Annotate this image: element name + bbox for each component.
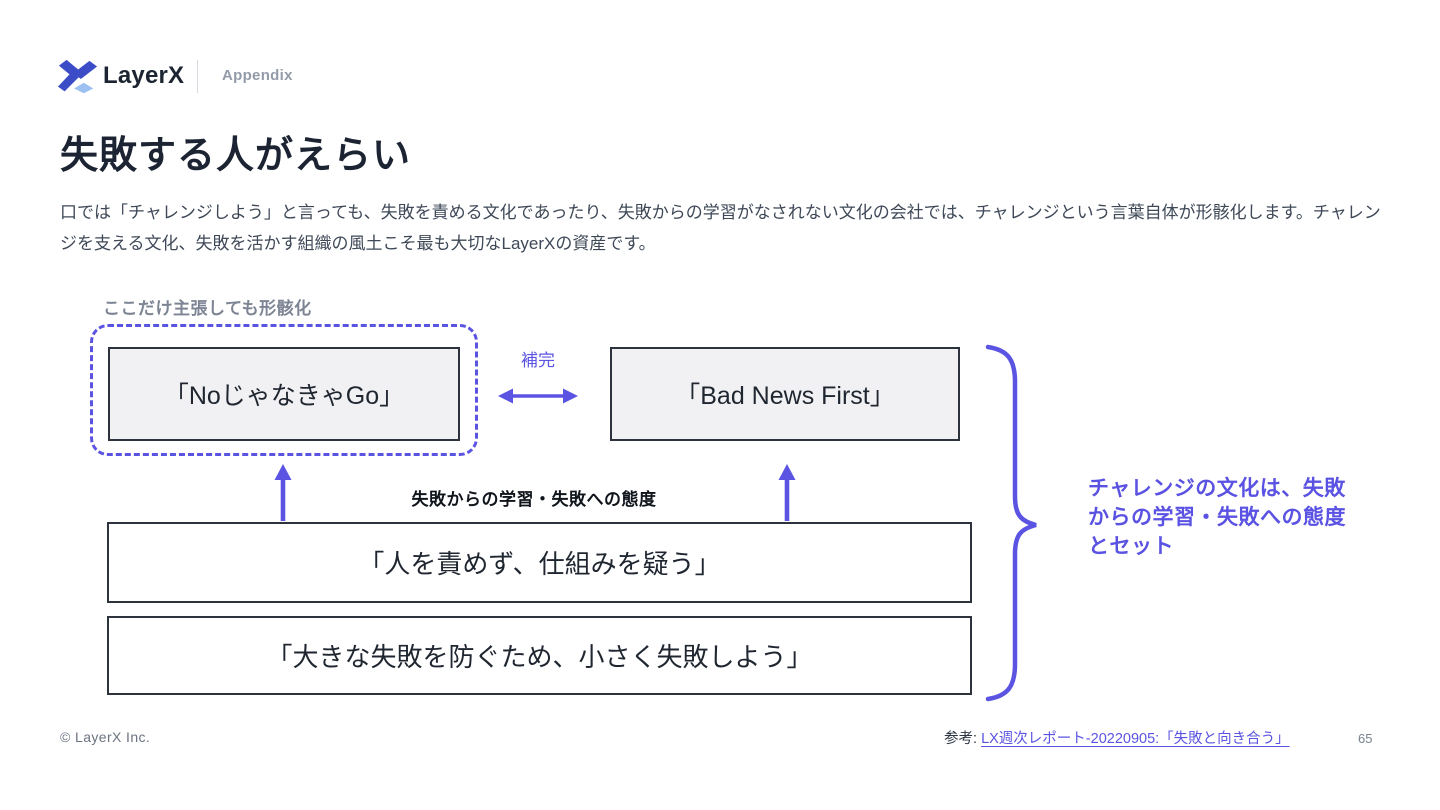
layerx-logo-icon (57, 59, 98, 94)
box-bad-news-first: 「Bad News First」 (610, 347, 960, 441)
reference: 参考: LX週次レポート-20220905:「失敗と向き合う」 (944, 727, 1290, 748)
dashed-highlight-frame (90, 324, 478, 456)
header-divider (197, 60, 198, 93)
page-title: 失敗する人がえらい (60, 135, 412, 177)
brace-note-line: からの学習・失敗への態度 (1088, 506, 1346, 529)
annotation-top-label: ここだけ主張しても形骸化 (103, 299, 312, 318)
brace-note-line: チャレンジの文化は、失敗 (1088, 477, 1346, 500)
double-arrow-icon (498, 388, 578, 404)
relation-label: 補完 (521, 351, 555, 370)
box-blame-system: 「人を責めず、仕組みを疑う」 (107, 522, 972, 603)
reference-label: 参考: (944, 731, 982, 747)
up-arrow-right-icon (778, 464, 796, 521)
up-arrow-left-icon (274, 464, 292, 521)
axis-label: 失敗からの学習・失敗への態度 (411, 490, 657, 509)
brace-note: チャレンジの文化は、失敗 からの学習・失敗への態度 とセット (1088, 474, 1394, 561)
copyright: © LayerX Inc. (60, 729, 151, 745)
page-number: 65 (1358, 731, 1373, 746)
curly-brace-icon (985, 344, 1037, 702)
box-no-go: 「NoじゃなきゃGo」 (108, 347, 460, 441)
section-label: Appendix (222, 67, 293, 84)
intro-paragraph: 口では「チャレンジしよう」と言っても、失敗を責める文化であったり、失敗からの学習… (60, 203, 1381, 254)
box-small-fail: 「大きな失敗を防ぐため、小さく失敗しよう」 (107, 616, 972, 695)
brace-note-line: とセット (1088, 535, 1174, 558)
brand-name: LayerX (103, 62, 185, 89)
reference-link[interactable]: LX週次レポート-20220905:「失敗と向き合う」 (981, 731, 1290, 747)
